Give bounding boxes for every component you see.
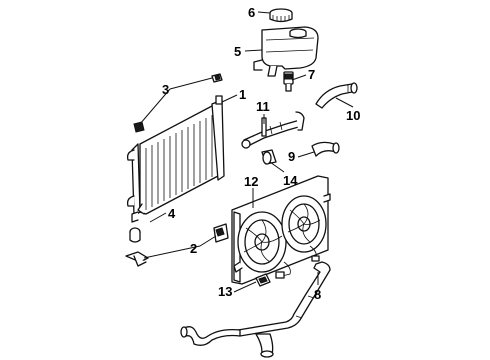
callout-8: 8 bbox=[314, 287, 321, 302]
callout-6: 6 bbox=[248, 5, 255, 20]
radiator-bracket bbox=[125, 223, 229, 267]
callout-9: 9 bbox=[288, 149, 295, 164]
coolant-tube bbox=[241, 111, 305, 149]
callout-11: 11 bbox=[256, 99, 270, 114]
radiator bbox=[126, 95, 225, 223]
radiator-mount-upper bbox=[211, 73, 223, 83]
lower-radiator-hose bbox=[180, 261, 331, 358]
coolant-reservoir bbox=[253, 26, 319, 77]
leader-lines bbox=[139, 11, 354, 293]
callout-7: 7 bbox=[308, 67, 315, 82]
fan-shroud-assembly bbox=[231, 175, 331, 285]
callout-12: 12 bbox=[244, 174, 258, 189]
callout-1: 1 bbox=[239, 87, 246, 102]
callout-13: 13 bbox=[218, 284, 232, 299]
radiator-isolator bbox=[129, 227, 141, 243]
callout-3: 3 bbox=[162, 82, 169, 97]
upper-radiator-hose bbox=[315, 82, 358, 109]
callout-4: 4 bbox=[168, 206, 176, 221]
callout-2: 2 bbox=[190, 241, 197, 256]
callout-10: 10 bbox=[346, 108, 360, 123]
callout-14: 14 bbox=[283, 173, 298, 188]
thermostat bbox=[261, 149, 277, 165]
coolant-sensor bbox=[283, 71, 294, 92]
reservoir-cap bbox=[269, 8, 293, 23]
callouts: 6 5 7 3 1 10 11 9 14 12 4 2 13 8 bbox=[162, 5, 360, 302]
bypass-hose bbox=[311, 141, 340, 157]
radiator-mount-lower bbox=[133, 121, 145, 133]
hose-clip bbox=[255, 273, 271, 287]
callout-5: 5 bbox=[234, 44, 241, 59]
